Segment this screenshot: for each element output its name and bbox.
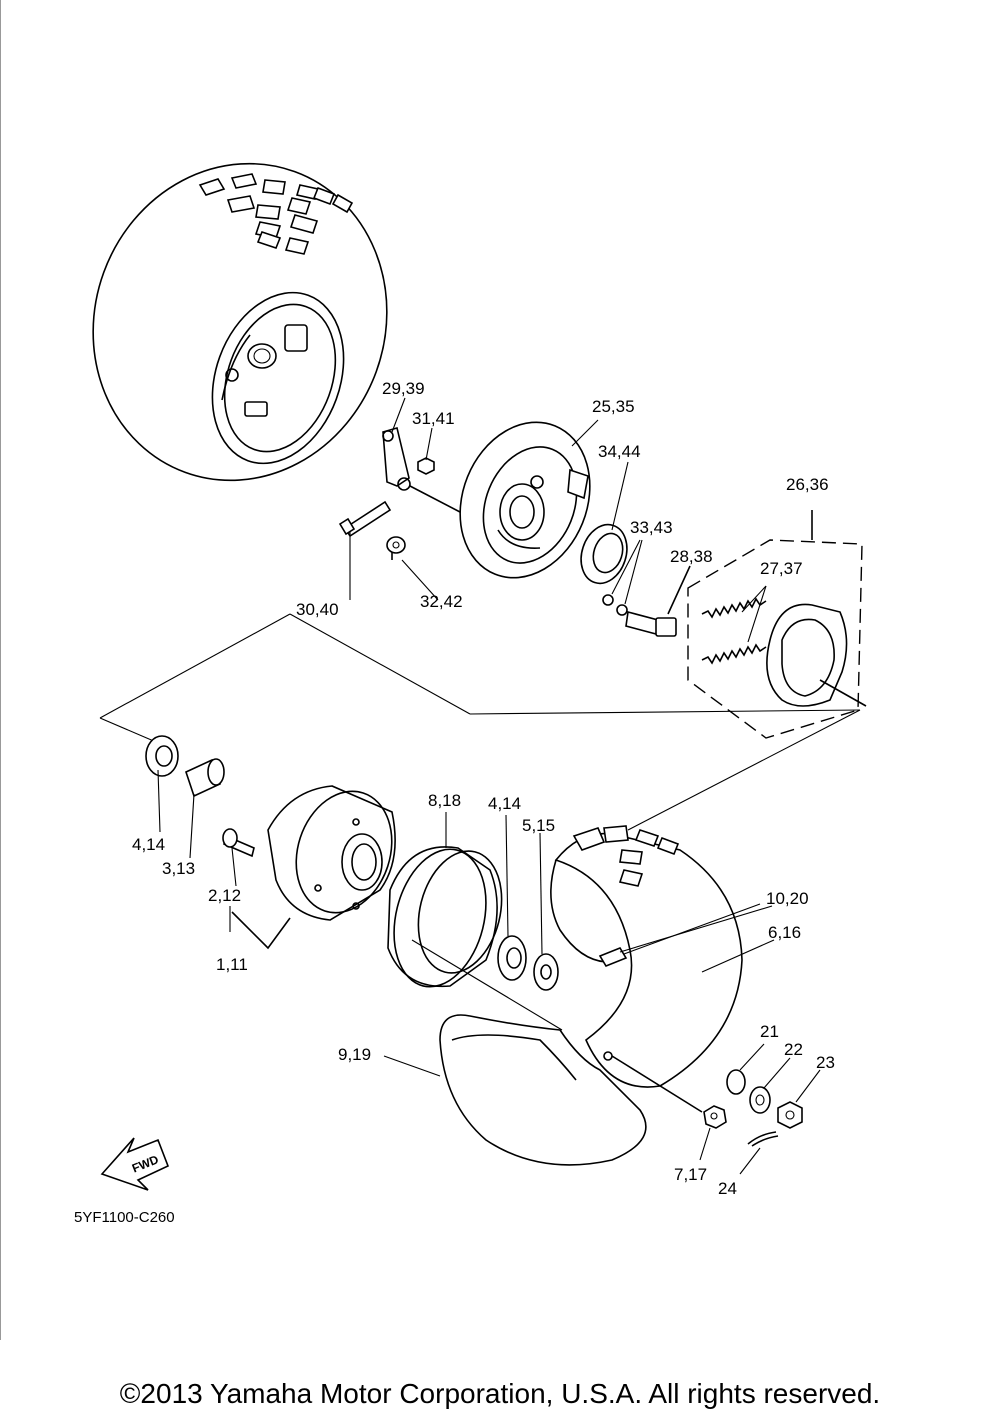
wheel-hub	[231, 785, 396, 950]
lever-washer	[386, 536, 406, 560]
brake-cam-lever	[382, 427, 461, 513]
brake-drum	[387, 846, 563, 1031]
callout-21: 21	[760, 1022, 779, 1041]
callout-32-42: 32,42	[420, 592, 463, 611]
tire	[550, 825, 743, 1088]
bearing-right	[497, 935, 527, 981]
callout-33-43: 33,43	[630, 518, 673, 537]
wheel-rim	[439, 1014, 703, 1166]
callout-labels: 29,39 31,41 25,35 34,44 26,36 33,43 28,3…	[132, 379, 835, 1198]
axle-collar	[726, 1069, 746, 1095]
callout-25-35: 25,35	[592, 397, 635, 416]
castle-nut	[777, 1101, 803, 1129]
axle-washer	[749, 1086, 771, 1114]
assembly-guide-lines	[99, 613, 861, 831]
upper-tire-assembly	[92, 162, 388, 482]
lever-bolt	[338, 500, 392, 538]
callout-4-14-right: 4,14	[488, 794, 521, 813]
cotter-pin	[747, 1131, 779, 1147]
callout-5-15: 5,15	[522, 816, 555, 835]
callout-26-36: 26,36	[786, 475, 829, 494]
oil-seal	[580, 523, 628, 585]
brake-shoe-kit	[687, 510, 867, 739]
page-left-border	[0, 0, 1, 1340]
callout-31-41: 31,41	[412, 409, 455, 428]
copyright-notice: ©2013 Yamaha Motor Corporation, U.S.A. A…	[119, 1378, 881, 1409]
leader-lines	[157, 397, 821, 1175]
callout-6-16: 6,16	[768, 923, 801, 942]
callout-4-14-left: 4,14	[132, 835, 165, 854]
forward-direction-arrow: FWD	[100, 1137, 170, 1191]
brake-camshaft	[625, 565, 691, 637]
callout-2-12: 2,12	[208, 886, 241, 905]
callout-3-13: 3,13	[162, 859, 195, 878]
tire-valve	[598, 903, 761, 967]
callout-23: 23	[816, 1053, 835, 1072]
lever-nut	[417, 457, 435, 475]
wheel-bolt	[222, 828, 255, 858]
callout-10-20: 10,20	[766, 889, 809, 908]
seal-right	[533, 953, 559, 991]
callout-24: 24	[718, 1179, 737, 1198]
callout-30-40: 30,40	[296, 600, 339, 619]
callout-29-39: 29,39	[382, 379, 425, 398]
callout-34-44: 34,44	[598, 442, 641, 461]
diagram-id: 5YF1100-C260	[74, 1209, 175, 1226]
callout-27-37: 27,37	[760, 559, 803, 578]
hub-nut	[703, 1105, 727, 1129]
callout-7-17: 7,17	[674, 1165, 707, 1184]
callout-28-38: 28,38	[670, 547, 713, 566]
bearing-left	[145, 735, 179, 777]
callout-8-18: 8,18	[428, 791, 461, 810]
collar-spacer	[185, 758, 225, 798]
callout-22: 22	[784, 1040, 803, 1059]
callout-9-19: 9,19	[338, 1045, 371, 1064]
brake-shoe-plate	[459, 421, 591, 579]
callout-1-11: 1,11	[216, 955, 248, 974]
o-rings	[602, 539, 643, 616]
